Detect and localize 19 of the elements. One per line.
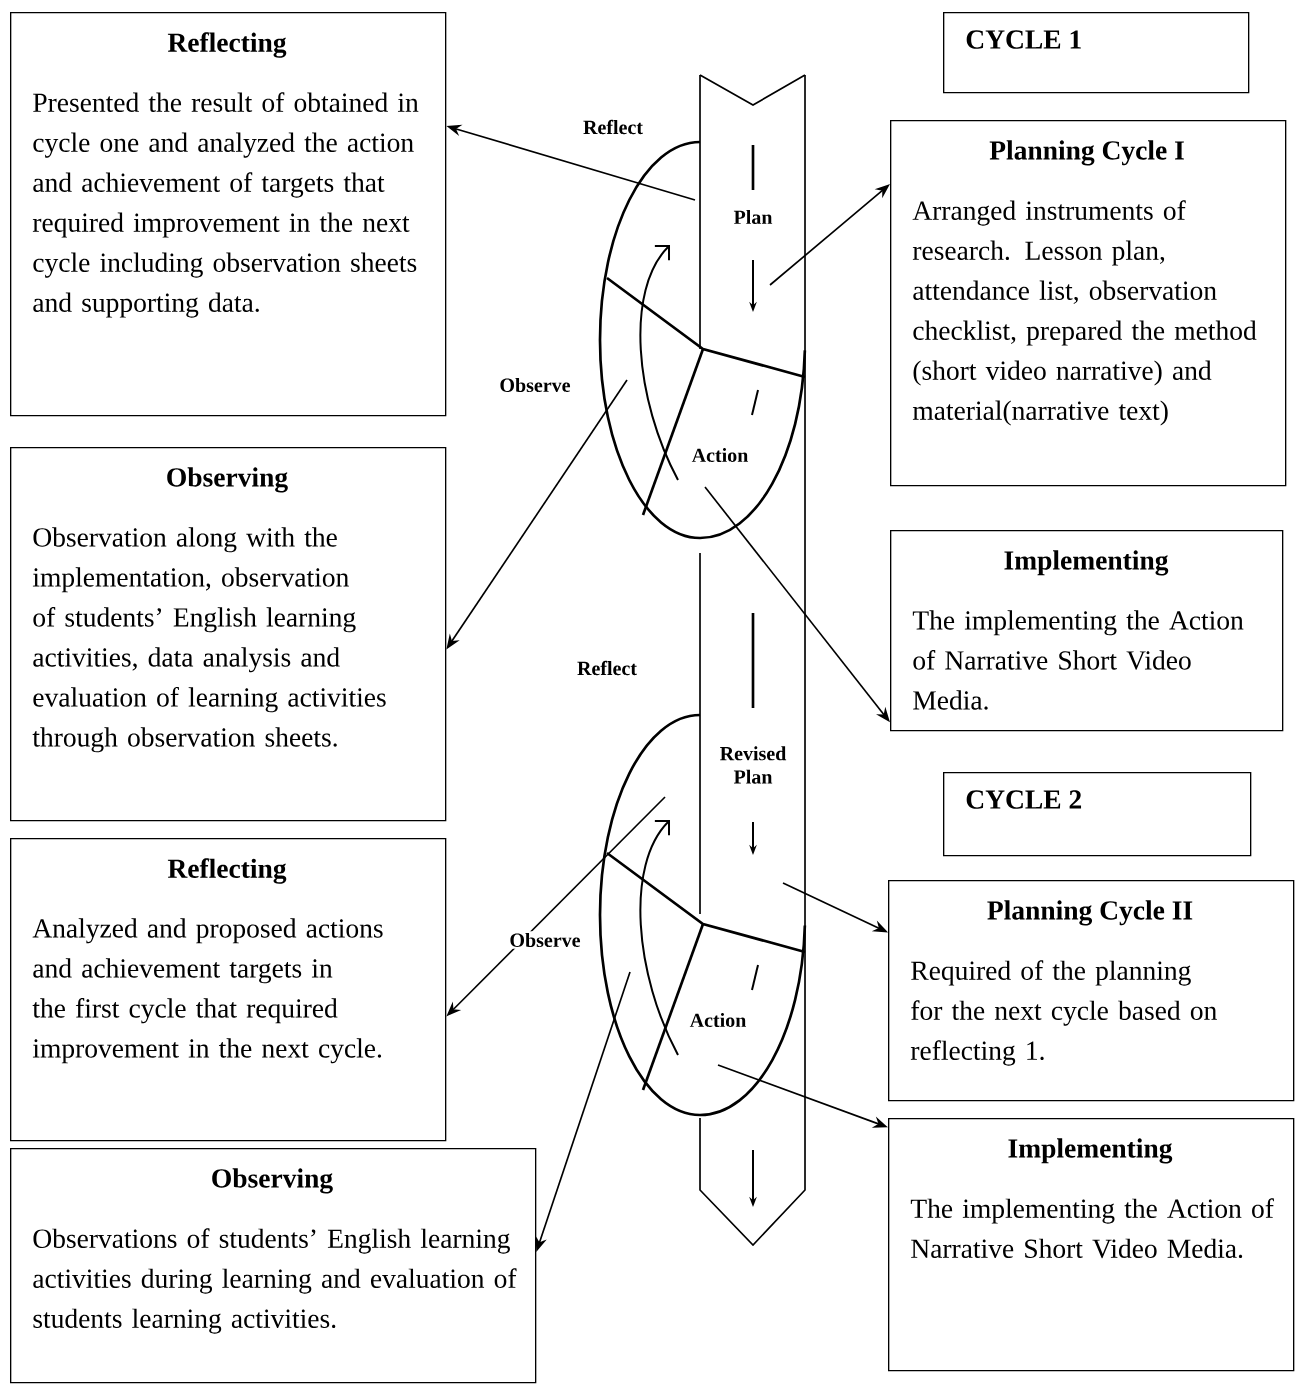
cycle-label: Action (683, 1011, 753, 1029)
cycle-label: Reflect (568, 659, 646, 677)
text-box: Implementing The implementing the Action of Narrative Short Video Media. (888, 1118, 1295, 1372)
cycle-label: Plan (726, 208, 780, 226)
cycle-label: Revised Plan (709, 744, 797, 786)
text-box: Observing Observation along with the implementation, observation of students’ English learning activities, data analysis and evaluation of learning activities through observation sheets. (10, 447, 447, 822)
cycle-label: Action (685, 446, 755, 464)
cycle-label: Observe (493, 376, 577, 394)
text-box: Reflecting Analyzed and proposed actions and achievement targets in the first cycle that required improvement in the next cycle. (10, 838, 447, 1142)
cycle-label: Reflect (574, 118, 652, 136)
arrow (769, 184, 890, 286)
text-box: CYCLE 1 (943, 12, 1250, 94)
text-box: Implementing The implementing the Action of Narrative Short Video Media. (890, 530, 1284, 732)
text-box: Planning Cycle II Required of the planning for the next cycle based on reflecting 1. (888, 880, 1295, 1102)
text-box: Reflecting Presented the result of obtained in cycle one and analyzed the action and achievement of targets that required improvement in the next cycle including observation sheets and supporting data. (10, 12, 447, 417)
text-box: Observing Observations of students’ English learning activities during learning and evaluation of students learning activities. (10, 1148, 537, 1384)
text-box: Planning Cycle I Arranged instruments of research. Lesson plan, attendance list, observation checklist, prepared the method (short video narrative) and material(narrative text) (890, 120, 1287, 487)
cycle-label: Observe (503, 931, 587, 949)
text-box: CYCLE 2 (943, 772, 1252, 857)
